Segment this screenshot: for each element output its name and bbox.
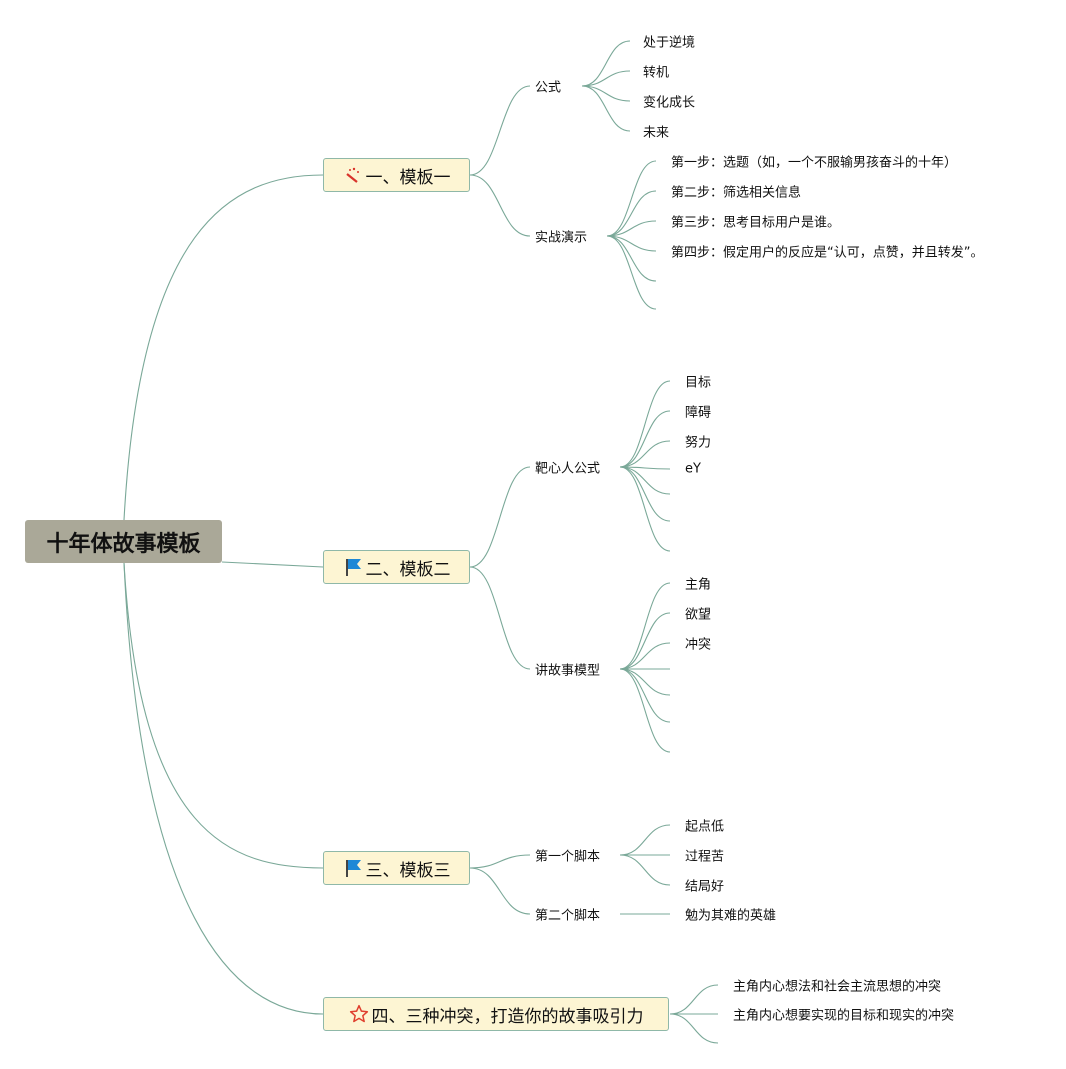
leaf-node[interactable]: 目标 xyxy=(685,375,712,391)
subtopic-node[interactable]: 讲故事模型 xyxy=(535,663,601,679)
leaf-node[interactable]: 过程苦 xyxy=(685,849,725,865)
subtopic-node[interactable]: 第二个脚本 xyxy=(535,908,601,924)
leaf-node[interactable]: 转机 xyxy=(643,65,670,81)
branch-connector xyxy=(469,867,531,915)
leaf-connector xyxy=(619,642,671,670)
leaf-node[interactable]: 冲突 xyxy=(685,637,712,653)
flag-icon xyxy=(343,858,363,878)
leaf-connector xyxy=(581,40,631,87)
leaf-node[interactable]: 第一步：选题（如，一个不服输男孩奋斗的十年） xyxy=(671,155,958,171)
leaf-node[interactable]: 结局好 xyxy=(685,879,725,895)
leaf-node[interactable]: 主角 xyxy=(685,577,712,593)
leaf-connector xyxy=(581,85,631,102)
leaf-node[interactable]: 未来 xyxy=(643,125,670,141)
star-icon xyxy=(349,1004,369,1024)
root-node[interactable]: 十年体故事模板 xyxy=(25,520,222,563)
subtopic-node[interactable]: 公式 xyxy=(535,80,562,96)
leaf-connector xyxy=(606,220,657,237)
leaf-connector xyxy=(581,85,631,132)
leaf-node[interactable]: 勉为其难的英雄 xyxy=(685,908,777,924)
branch-connector xyxy=(469,174,531,237)
root-connector xyxy=(123,174,324,521)
leaf-node[interactable]: 起点低 xyxy=(685,819,725,835)
branch-label: 二、模板二 xyxy=(365,559,451,580)
flag-icon xyxy=(343,557,363,577)
leaf-connector xyxy=(619,824,671,856)
leaf-connector xyxy=(619,466,671,522)
leaf-connector xyxy=(619,854,671,886)
leaf-connector xyxy=(581,70,631,87)
branch-node[interactable]: 一、模板一 xyxy=(323,158,470,192)
leaf-connector xyxy=(619,380,671,468)
leaf-node[interactable]: 第三步：思考目标用户是谁。 xyxy=(671,215,841,231)
branch-label: 三、模板三 xyxy=(365,860,451,881)
root-connector xyxy=(123,562,324,1015)
leaf-connector xyxy=(606,190,657,237)
leaf-connector xyxy=(669,984,719,1015)
leaf-node[interactable]: eY xyxy=(685,461,701,477)
leaf-connector xyxy=(619,466,671,552)
leaf-connector xyxy=(619,668,671,696)
leaf-connector xyxy=(619,612,671,670)
branch-label: 四、三种冲突，打造你的故事吸引力 xyxy=(371,1006,644,1027)
leaf-node[interactable]: 处于逆境 xyxy=(643,35,696,51)
branch-connector xyxy=(469,466,531,568)
leaf-connector xyxy=(606,235,657,282)
leaf-node[interactable]: 主角内心想要实现的目标和现实的冲突 xyxy=(733,1008,955,1024)
branch-node[interactable]: 四、三种冲突，打造你的故事吸引力 xyxy=(323,997,669,1031)
branch-connector xyxy=(469,854,531,869)
branch-node[interactable]: 三、模板三 xyxy=(323,851,470,885)
leaf-connector xyxy=(619,410,671,468)
leaf-node[interactable]: 欲望 xyxy=(685,607,712,623)
leaf-node[interactable]: 第四步：假定用户的反应是“认可，点赞，并且转发”。 xyxy=(671,245,984,261)
leaf-connector xyxy=(619,466,671,495)
subtopic-node[interactable]: 第一个脚本 xyxy=(535,849,601,865)
leaf-connector xyxy=(619,582,671,670)
leaf-node[interactable]: 变化成长 xyxy=(643,95,696,111)
root-connector xyxy=(123,562,324,869)
leaf-connector xyxy=(619,440,671,468)
leaf-connector xyxy=(619,668,671,723)
leaf-connector xyxy=(619,668,671,753)
leaf-node[interactable]: 努力 xyxy=(685,435,712,451)
leaf-connector xyxy=(606,235,657,310)
branch-connector xyxy=(469,85,531,176)
leaf-connector xyxy=(669,1013,719,1044)
branch-connector xyxy=(469,566,531,670)
branch-label: 一、模板一 xyxy=(365,167,451,188)
magic-wand-icon xyxy=(343,165,363,185)
subtopic-node[interactable]: 靶心人公式 xyxy=(535,461,601,477)
subtopic-node[interactable]: 实战演示 xyxy=(535,230,588,246)
root-connector xyxy=(221,561,324,568)
leaf-connector xyxy=(606,160,657,237)
leaf-node[interactable]: 主角内心想法和社会主流思想的冲突 xyxy=(733,979,942,995)
leaf-node[interactable]: 障碍 xyxy=(685,405,712,421)
branch-node[interactable]: 二、模板二 xyxy=(323,550,470,584)
leaf-node[interactable]: 第二步：筛选相关信息 xyxy=(671,185,802,201)
